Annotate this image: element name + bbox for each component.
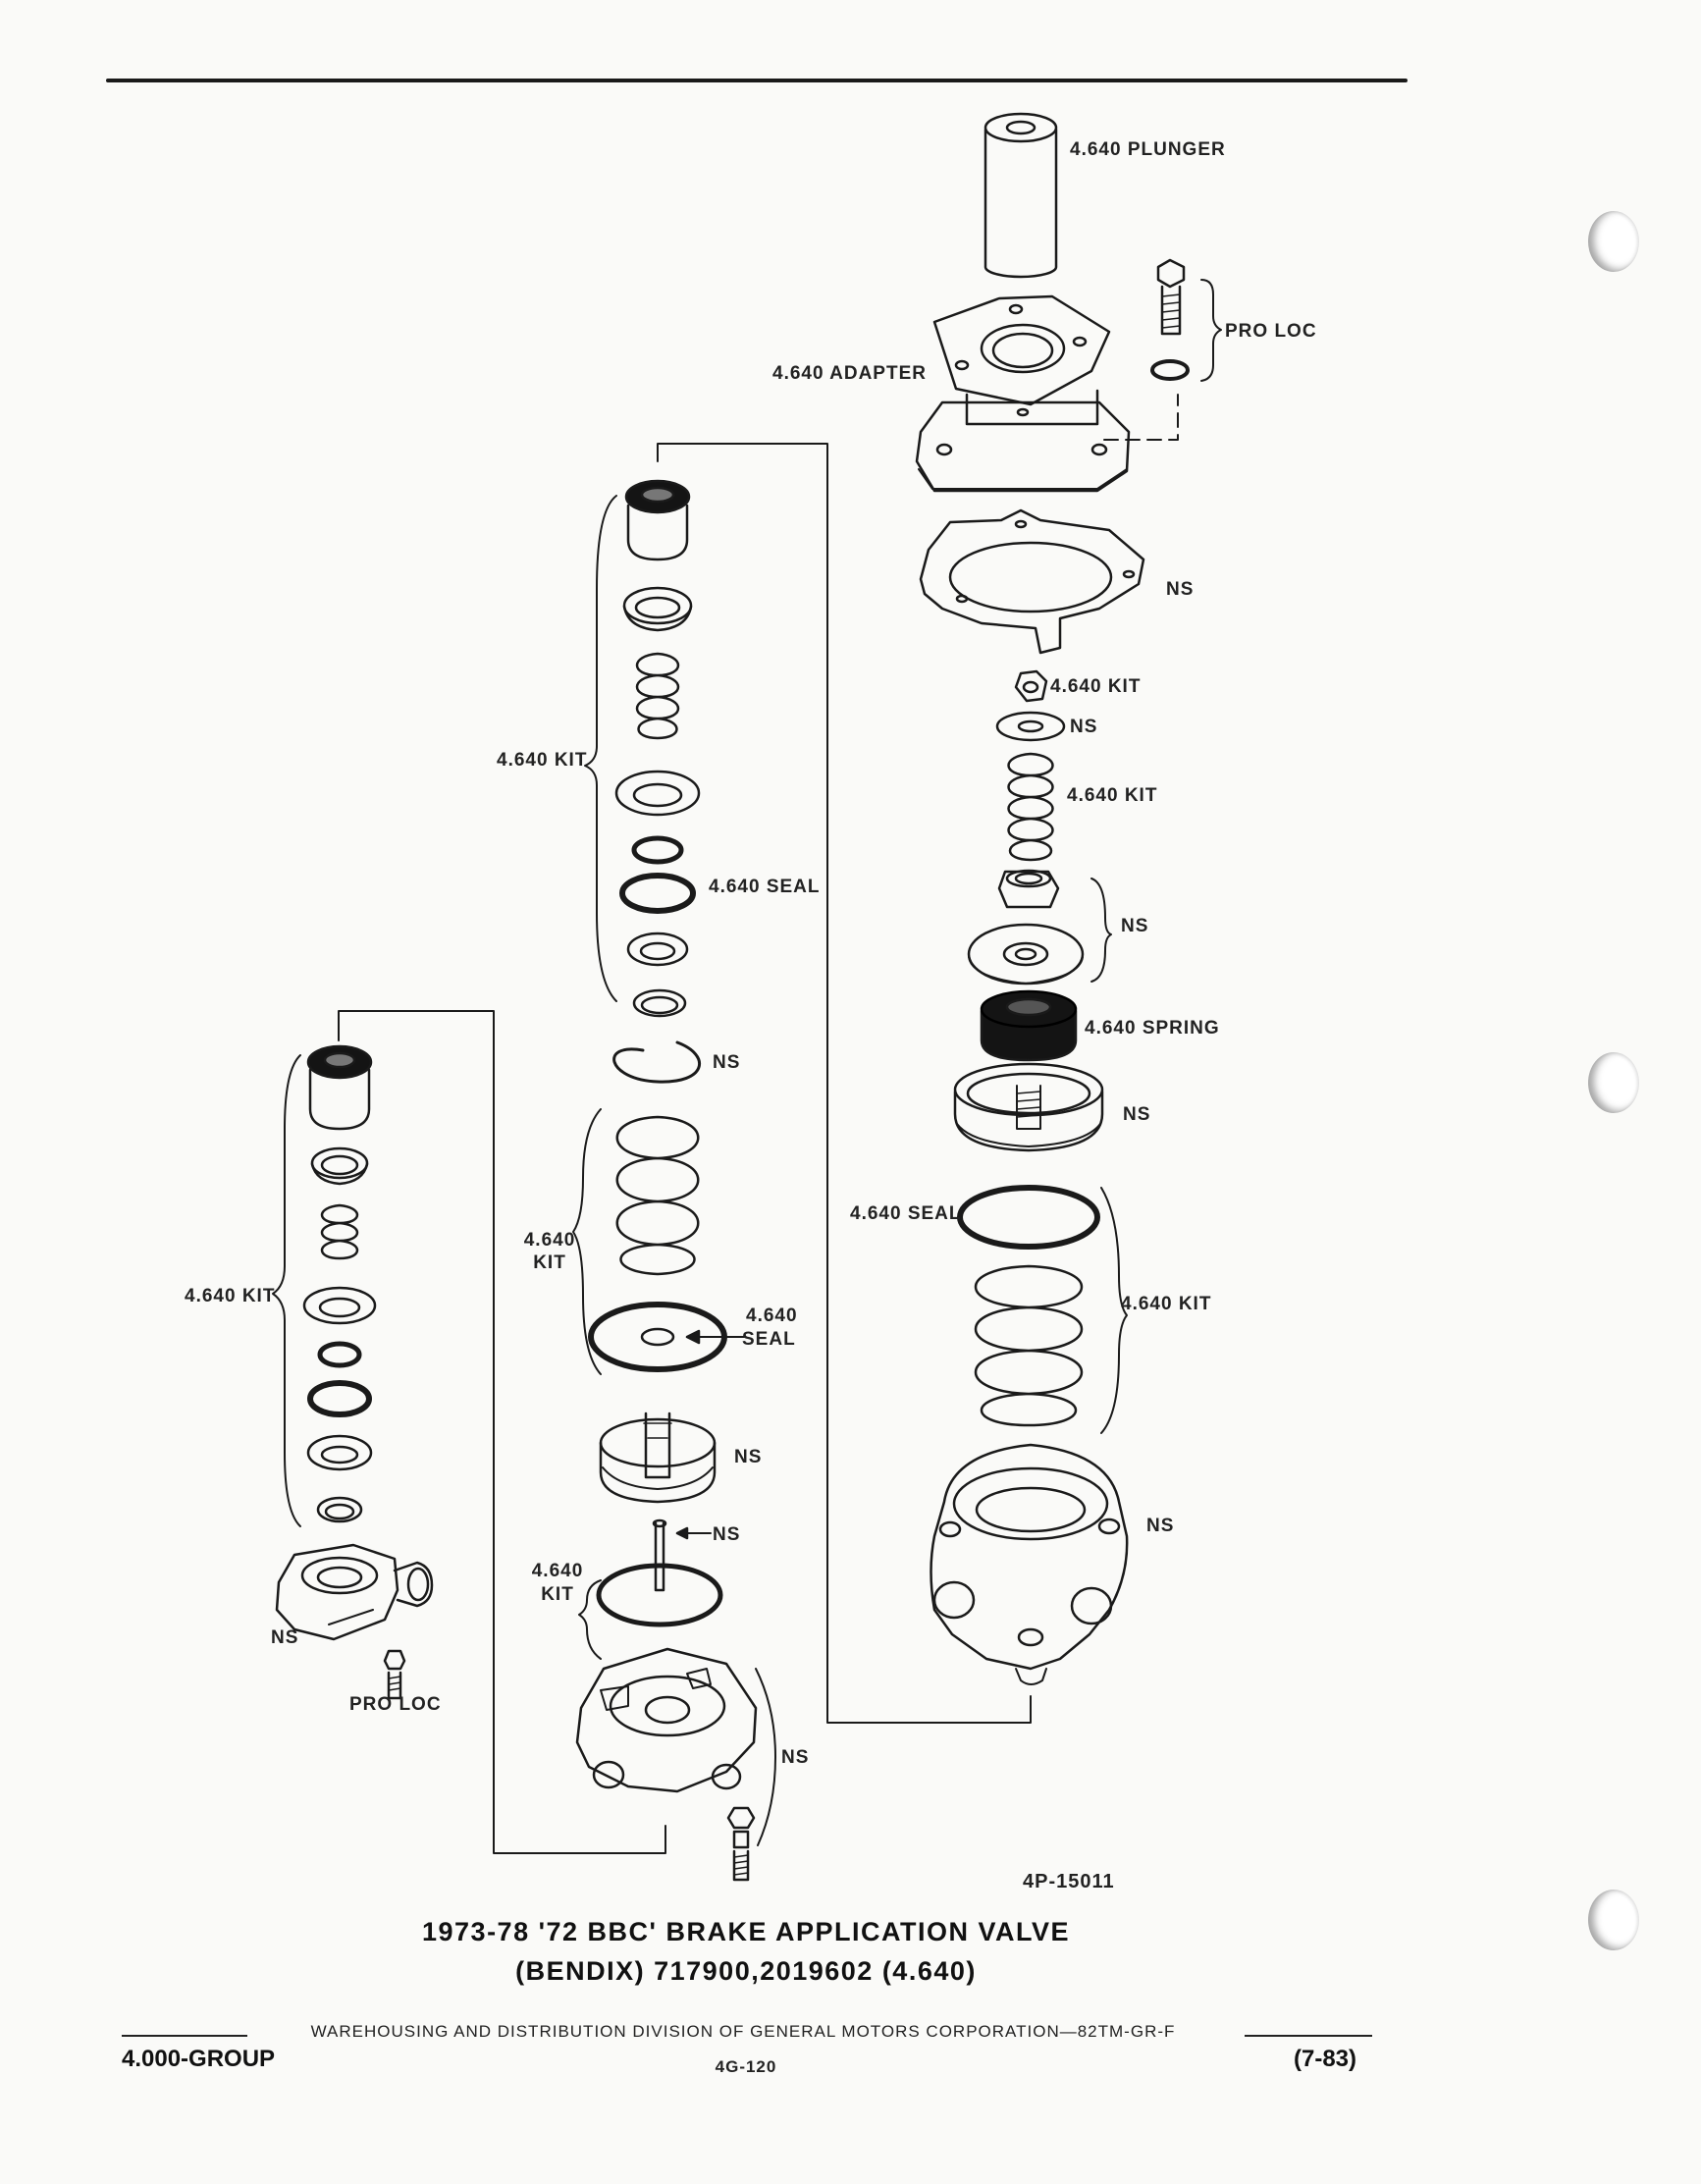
clip-middle-part [632,988,687,1018]
label-ns-washer: NS [1070,717,1098,737]
label-ns-middle-piston: NS [734,1447,763,1467]
title-line-2: (BENDIX) 717900,2019602 (4.640) [515,1956,977,1986]
large-spring-part [974,1264,1084,1427]
washer-part [995,711,1066,742]
seal-middle-lower-part [588,1302,745,1372]
footer-group: 4.000-GROUP [122,2046,276,2072]
washer-middle-part [614,770,701,817]
washer-left-lower-part [306,1434,373,1471]
label-kit-spring-large: 4.640 KIT [1121,1294,1212,1314]
label-kit-middle-spring-1: 4.640 [523,1230,576,1251]
seal-ring-part [957,1185,1100,1250]
label-adapter: 4.640 ADAPTER [772,363,927,384]
figure-id: 4P-15011 [1023,1871,1115,1892]
binder-hole-bottom [1588,1890,1639,1950]
plate-part [919,508,1145,655]
label-kit-middle-valve-1: 4.640 [531,1561,584,1581]
label-pro-loc-top: PRO LOC [1225,321,1317,342]
cover-left-part [275,1543,434,1641]
binder-hole-middle [1588,1052,1639,1113]
binder-hole-top [1588,211,1639,272]
label-kit-middle: 4.640 KIT [497,750,588,771]
bolt-part [1150,258,1222,382]
label-seal-middle-lower-2: SEAL [742,1329,796,1350]
boot-left-part [306,1044,373,1131]
snap-ring-part [612,1040,701,1084]
label-ns-body-middle: NS [781,1747,810,1768]
small-spring-left-part [320,1203,359,1260]
small-spring-part [1007,752,1054,862]
boot-middle-part [624,479,691,561]
rubber-spring-part [980,989,1078,1062]
label-ns-cover-left: NS [271,1627,299,1648]
label-spring-right: 4.640 SPRING [1085,1018,1220,1039]
label-kit-middle-spring-2: KIT [533,1252,566,1273]
label-ns-valve-stem: NS [713,1524,741,1545]
retainer-nut-part [997,869,1060,909]
screw-middle-part [726,1806,756,1882]
footer-rule-left [122,2035,247,2037]
nut-part [1014,669,1048,703]
label-plunger: 4.640 PLUNGER [1070,139,1226,160]
label-kit-spring-small: 4.640 KIT [1067,785,1158,806]
large-spring-middle-part [615,1115,700,1276]
brace-left [272,1054,301,1527]
label-seal-right: 4.640 SEAL [850,1203,962,1224]
seal-left-part [307,1380,372,1417]
washer-middle-lower-part [626,932,689,967]
small-spring-middle-part [636,652,679,740]
label-ns-piston-group: NS [1121,916,1149,936]
label-ns-plate: NS [1166,579,1195,600]
label-ns-cup: NS [1123,1104,1151,1125]
label-ns-snap-ring: NS [713,1052,741,1073]
label-ns-body-right: NS [1146,1516,1175,1536]
label-kit-nut: 4.640 KIT [1050,676,1142,697]
label-kit-middle-valve-2: KIT [541,1584,574,1605]
seal-middle-part [619,873,696,914]
oring-small-middle-part [631,835,684,865]
label-seal-middle: 4.640 SEAL [709,877,821,897]
footer-rule-right [1245,2035,1372,2037]
title-line-1: 1973-78 '72 BBC' BRAKE APPLICATION VALVE [422,1917,1070,1946]
adapter-part [915,294,1131,493]
valve-body-middle-part [575,1647,776,1846]
clip-left-part [316,1496,363,1523]
washer-left-part [302,1286,377,1325]
label-kit-left: 4.640 KIT [185,1286,276,1306]
oring-small-left-part [317,1341,362,1368]
label-pro-loc-left: PRO LOC [349,1694,442,1715]
screw-left-part [383,1649,406,1700]
retainer-middle-part [622,586,693,632]
label-seal-middle-lower-1: 4.640 [746,1305,798,1326]
valve-body-right-part [930,1443,1129,1685]
piston-middle-part [599,1412,717,1504]
valve-stem-part [596,1518,723,1627]
connector-lines [338,394,1179,1854]
footer-page-number: 4G-120 [715,2057,777,2076]
footer-division: WAREHOUSING AND DISTRIBUTION DIVISION OF… [310,2022,1176,2041]
retainer-left-part [310,1146,369,1186]
cup-part [953,1062,1104,1152]
valve-disc-part [967,923,1085,985]
braces-middle [572,495,1128,1660]
plunger-part [983,112,1058,279]
footer-date: (7-83) [1294,2046,1357,2072]
